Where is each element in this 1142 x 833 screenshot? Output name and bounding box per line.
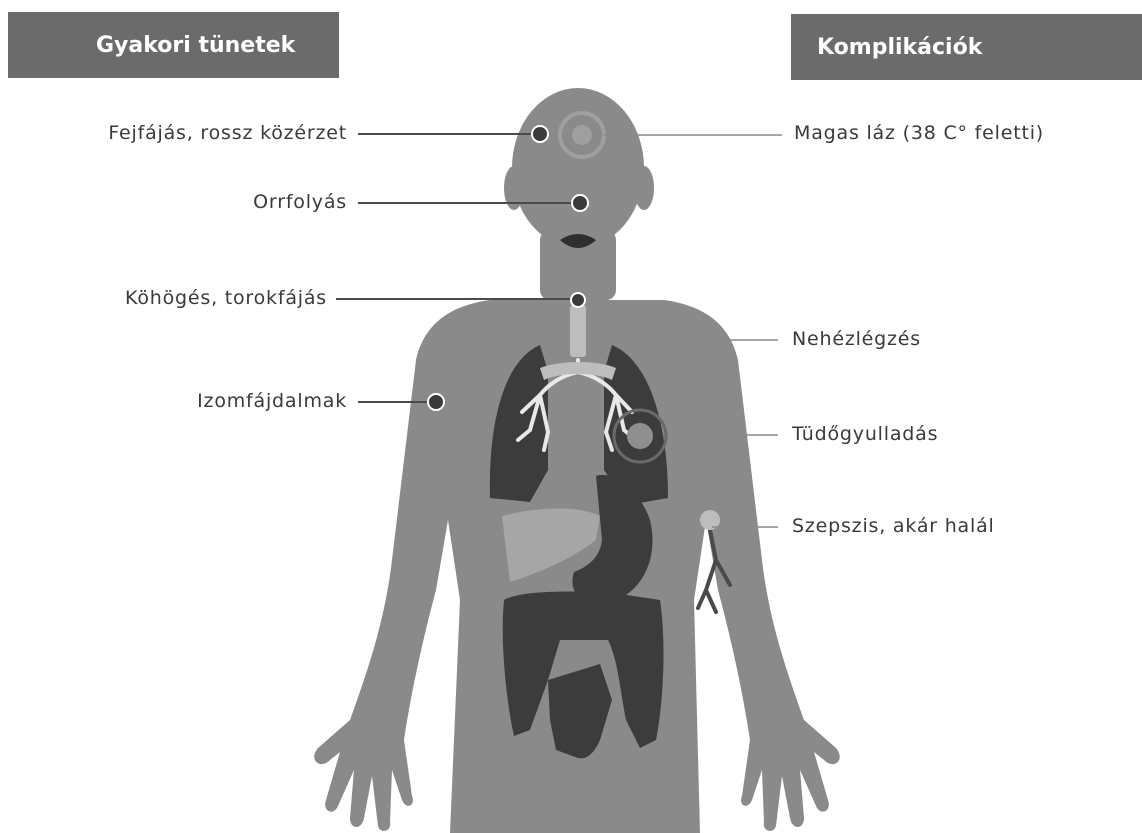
symptom-label-headache: Fejfájás, rossz közérzet (108, 124, 347, 143)
complication-label-dyspnea: Nehézlégzés (792, 330, 921, 349)
symptom-label-runny-nose: Orrfolyás (253, 193, 347, 212)
complication-label-pneumonia: Tüdőgyulladás (792, 425, 938, 444)
complication-label-sepsis: Szepszis, akár halál (792, 517, 995, 536)
cough-marker (571, 293, 585, 307)
fever-ring-inner (572, 125, 592, 145)
trachea (570, 305, 586, 357)
header-common-symptoms-label: Gyakori tünetek (96, 33, 295, 58)
pneumonia-spot (627, 423, 653, 449)
header-common-symptoms: Gyakori tünetek (8, 12, 339, 78)
header-complications: Komplikációk (791, 14, 1142, 80)
symptom-label-muscle-pain: Izomfájdalmak (197, 392, 347, 411)
complication-label-fever: Magas láz (38 C° feletti) (794, 124, 1044, 143)
header-complications-label: Komplikációk (817, 35, 982, 60)
runny-nose-marker (572, 195, 588, 211)
muscle-pain-marker (428, 394, 444, 410)
headache-marker (532, 126, 548, 142)
symptom-label-cough: Köhögés, torokfájás (125, 289, 327, 308)
